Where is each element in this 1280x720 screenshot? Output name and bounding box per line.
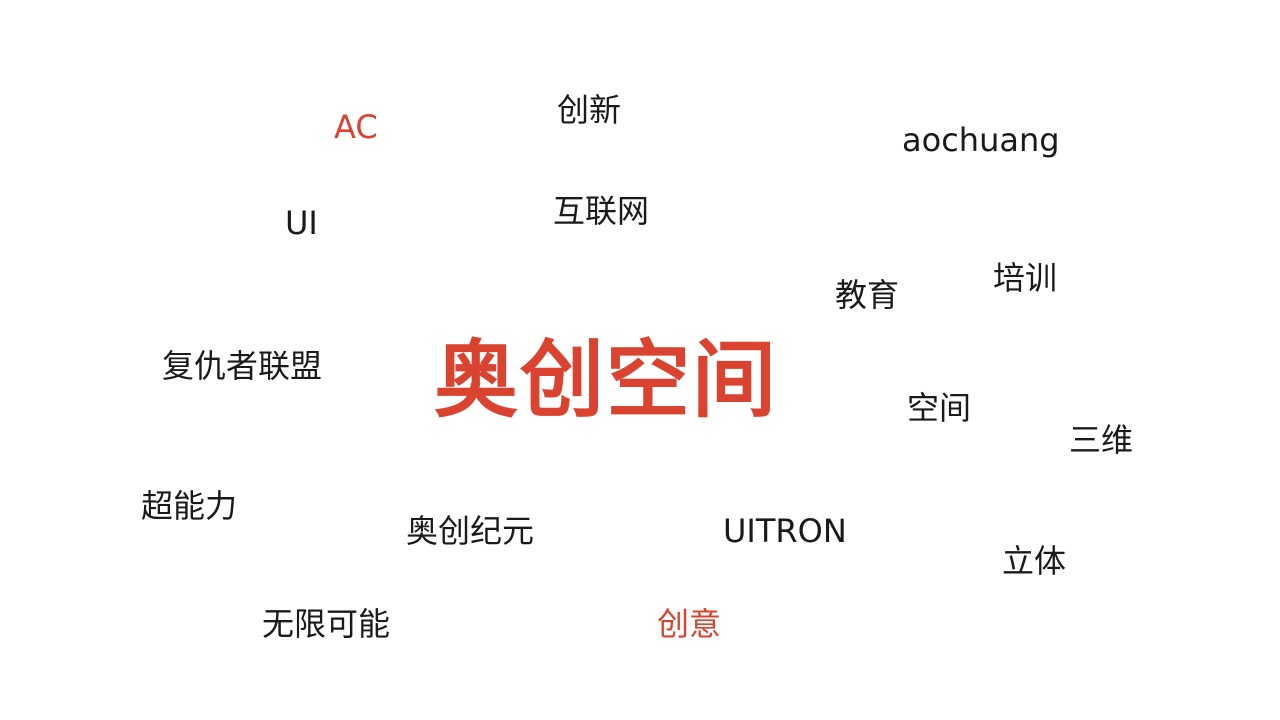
word-hulianwang: 互联网 <box>553 192 650 230</box>
word-liti: 立体 <box>1002 542 1067 580</box>
word-peixun: 培训 <box>993 259 1058 297</box>
word-ac: AC <box>334 108 378 146</box>
word-kongjian: 空间 <box>907 389 972 427</box>
word-jiaoyu: 教育 <box>835 276 900 314</box>
word-chuangxin: 创新 <box>557 91 622 129</box>
word-chuangyi: 创意 <box>657 605 722 643</box>
word-aochuang: aochuang <box>902 121 1060 159</box>
word-chaonengli: 超能力 <box>141 487 238 525</box>
word-wuxiankeneng: 无限可能 <box>262 605 391 643</box>
word-uitron: UITRON <box>723 512 847 550</box>
word-sanwei: 三维 <box>1069 421 1134 459</box>
main-title: 奥创空间 <box>434 331 779 429</box>
word-aochuangjiyuan: 奥创纪元 <box>406 512 535 550</box>
word-ui: UI <box>285 204 318 242</box>
word-fuchouzhe: 复仇者联盟 <box>162 347 323 385</box>
